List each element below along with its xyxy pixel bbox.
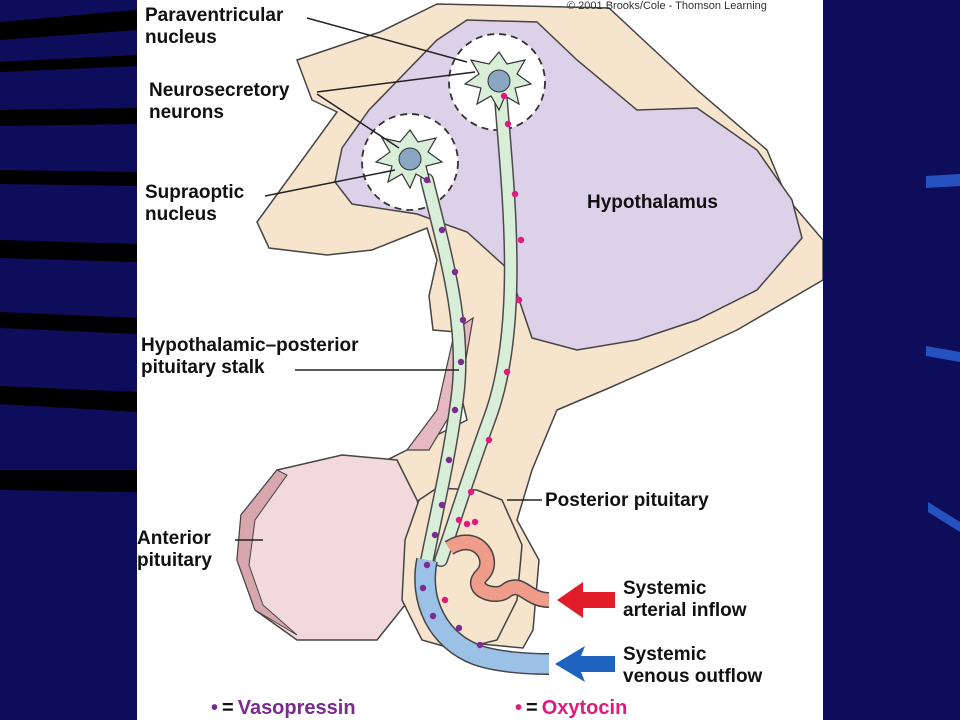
vasopressin-dots <box>419 176 484 649</box>
oxytocin-dot: • <box>515 697 523 719</box>
anterior-pituitary-label: Anterior pituitary <box>137 528 212 572</box>
anterior-pituitary-rim <box>236 469 298 636</box>
vasopressin-equals: = <box>222 697 234 719</box>
diagram-panel: © 2001 Brooks/Cole - Thomson Learning Pa… <box>137 0 823 720</box>
neurosecretory-label-line1: Neurosecretory <box>149 80 290 101</box>
hypothalamus-label: Hypothalamus <box>587 192 718 213</box>
supraoptic-label: Supraoptic nucleus <box>145 182 244 226</box>
neurosecretory-label-line2: neurons <box>149 102 224 123</box>
stalk-label: Hypothalamic–posterior pituitary stalk <box>141 335 359 379</box>
posterior-pituitary-label: Posterior pituitary <box>545 490 709 511</box>
legend-vasopressin: •=Vasopressin <box>211 697 356 719</box>
stalk-label-line2: pituitary stalk <box>141 357 265 378</box>
stalk-label-line1: Hypothalamic–posterior <box>141 335 359 356</box>
leader-lines <box>235 17 542 541</box>
venous-outflow-arrow <box>555 646 615 682</box>
legend-oxytocin: •=Oxytocin <box>515 697 627 719</box>
anterior-label-line1: Anterior <box>137 528 211 549</box>
arterial-inflow-arrow <box>557 582 615 618</box>
paraventricular-label: Paraventricular nucleus <box>145 5 283 49</box>
oxytocin-legend-label: Oxytocin <box>541 697 628 719</box>
anterior-label-line2: pituitary <box>137 550 212 571</box>
vasopressin-dot: • <box>211 697 219 719</box>
pituitary-diagram <box>235 3 823 682</box>
oxytocin-dots <box>441 92 525 604</box>
oxytocin-equals: = <box>526 697 538 719</box>
copyright-notice: © 2001 Brooks/Cole - Thomson Learning <box>567 0 767 12</box>
arterial-label-line2: arterial inflow <box>623 600 747 621</box>
supraoptic-label-line2: nucleus <box>145 204 217 225</box>
arterial-label-line1: Systemic <box>623 578 707 599</box>
venous-label-line1: Systemic <box>623 644 707 665</box>
paraventricular-label-line2: nucleus <box>145 27 217 48</box>
neurosecretory-label: Neurosecretory neurons <box>149 80 289 124</box>
supraoptic-label-line1: Supraoptic <box>145 182 245 203</box>
paraventricular-label-line1: Paraventricular <box>145 5 284 26</box>
arterial-inflow-label: Systemic arterial inflow <box>623 578 747 622</box>
venous-outflow-label: Systemic venous outflow <box>623 644 762 688</box>
venous-label-line2: venous outflow <box>623 666 763 687</box>
vasopressin-legend-label: Vasopressin <box>237 697 356 719</box>
